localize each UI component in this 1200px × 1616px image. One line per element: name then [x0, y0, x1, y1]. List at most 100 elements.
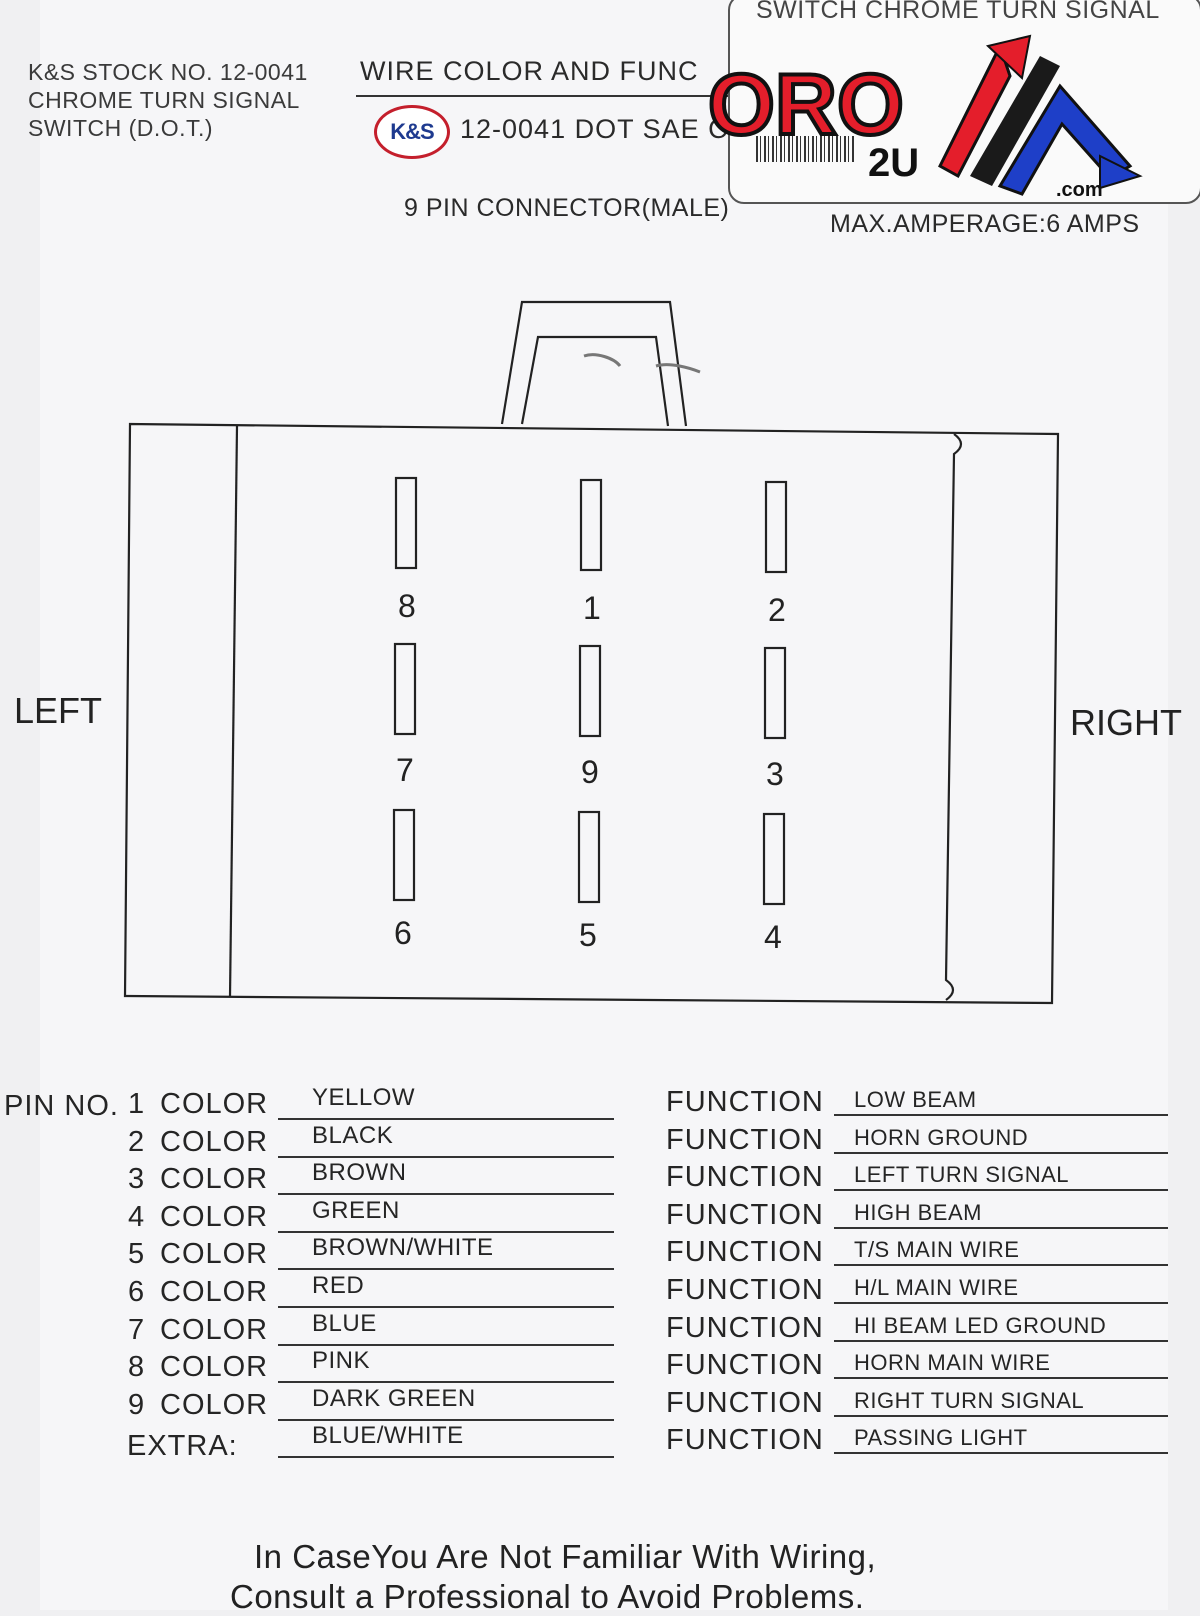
pin-label: 3 [766, 756, 784, 792]
ks-logo-badge: K&S [374, 105, 450, 159]
function-underline [834, 1377, 1168, 1379]
connector-body [123, 422, 1060, 1005]
color-label: COLOR [160, 1276, 269, 1308]
color-underline [278, 1231, 614, 1233]
function-label: FUNCTION [666, 1349, 824, 1381]
footer-line-1: In CaseYou Are Not Familiar With Wiring, [254, 1538, 877, 1575]
pin-number: 7 [128, 1314, 146, 1346]
color-underline [278, 1156, 614, 1158]
connector-left-divider [228, 425, 239, 998]
color-label: COLOR [160, 1351, 269, 1383]
ks-logo-text: K&S [390, 119, 434, 144]
wire-function-value: LOW BEAM [854, 1087, 977, 1112]
color-underline [278, 1456, 614, 1458]
logo-oro-text: ORO [708, 57, 904, 153]
label-card-text: SWITCH CHROME TURN SIGNAL [756, 0, 1160, 24]
function-underline [834, 1264, 1168, 1266]
left-side-label: LEFT [14, 690, 103, 731]
pin-slot [394, 476, 418, 570]
color-label: COLOR [160, 1389, 269, 1421]
oro2u-logo-icon: ORO 2U .com [706, 34, 1143, 201]
connector-title: 9 PIN CONNECTOR(MALE) [404, 194, 730, 222]
wire-color-value: BLUE/WHITE [312, 1422, 464, 1449]
pin-label: 1 [583, 590, 601, 626]
pin-number: 4 [128, 1201, 146, 1233]
function-label: FUNCTION [666, 1086, 824, 1118]
pin-slots [392, 476, 788, 906]
wire-function-value: LEFT TURN SIGNAL [854, 1162, 1070, 1187]
pin-number: 2 [128, 1126, 146, 1158]
instruction-sheet [40, 0, 1168, 1610]
product-name-line: CHROME TURN SIGNAL [28, 87, 300, 113]
wire-function-value: HI BEAM LED GROUND [854, 1313, 1107, 1338]
wire-function-value: PASSING LIGHT [854, 1425, 1028, 1450]
color-label: COLOR [160, 1088, 269, 1120]
function-label: FUNCTION [666, 1236, 824, 1268]
function-underline [834, 1302, 1168, 1304]
pin-slot [762, 812, 786, 906]
logo-2u-text: 2U [868, 141, 919, 185]
pin-number: 5 [128, 1238, 146, 1270]
pin-number: 1 [128, 1088, 146, 1120]
pin-number: 9 [128, 1389, 146, 1421]
pin-no-heading: PIN NO. [4, 1090, 119, 1122]
function-label: FUNCTION [666, 1312, 824, 1344]
barcode-icon [756, 136, 856, 162]
color-underline [278, 1419, 614, 1421]
wire-color-value: PINK [312, 1347, 371, 1374]
color-label: COLOR [160, 1126, 269, 1158]
pin-slot [764, 480, 788, 574]
wire-color-value: BLACK [312, 1122, 394, 1149]
color-label: COLOR [160, 1201, 269, 1233]
pin-label: 4 [764, 919, 782, 955]
function-underline [834, 1152, 1168, 1154]
pin-label: 7 [396, 752, 414, 788]
wire-color-value: BROWN/WHITE [312, 1234, 494, 1261]
pin-label: 5 [579, 917, 597, 953]
function-underline [834, 1452, 1168, 1454]
logo-com-text: .com [1056, 179, 1103, 201]
pin-slot [392, 808, 416, 902]
function-underline [834, 1340, 1168, 1342]
pin-number: 8 [128, 1351, 146, 1383]
sheet-subtitle: 12-0041 DOT SAE C [460, 114, 729, 144]
function-underline [834, 1189, 1168, 1191]
connector-diagram [123, 300, 1060, 1005]
color-underline [278, 1344, 614, 1346]
wire-color-value: GREEN [312, 1197, 400, 1224]
function-label: FUNCTION [666, 1199, 824, 1231]
function-label: FUNCTION [666, 1274, 824, 1306]
color-underline [278, 1306, 614, 1308]
latch-mark-2 [655, 363, 701, 374]
pin-label: 9 [581, 754, 599, 790]
function-label: FUNCTION [666, 1161, 824, 1193]
color-underline [278, 1381, 614, 1383]
wire-color-value: YELLOW [312, 1084, 416, 1111]
wire-color-value: BROWN [312, 1159, 407, 1186]
pin-label: 6 [394, 915, 412, 951]
color-label: COLOR [160, 1314, 269, 1346]
color-label: COLOR [160, 1163, 269, 1195]
function-label: FUNCTION [666, 1387, 824, 1419]
pin-slot [393, 642, 417, 736]
wire-color-value: BLUE [312, 1310, 377, 1337]
color-underline [278, 1193, 614, 1195]
wire-color-value: DARK GREEN [312, 1385, 476, 1412]
function-underline [834, 1415, 1168, 1417]
wire-function-value: HIGH BEAM [854, 1200, 982, 1225]
store-label-card: SWITCH CHROME TURN SIGNAL ORO 2U .com [706, 0, 1200, 204]
pin-slot [763, 646, 787, 740]
product-spec-line: SWITCH (D.O.T.) [28, 115, 214, 141]
function-underline [834, 1114, 1168, 1116]
max-amperage: MAX.AMPERAGE:6 AMPS [830, 210, 1140, 238]
function-underline [834, 1227, 1168, 1229]
wire-function-value: T/S MAIN WIRE [854, 1237, 1020, 1262]
function-label: FUNCTION [666, 1424, 824, 1456]
color-underline [278, 1268, 614, 1270]
connector-latch-inner [520, 335, 670, 427]
sheet-title: WIRE COLOR AND FUNC [360, 56, 699, 86]
stock-number-line: K&S STOCK NO. 12-0041 [28, 59, 308, 85]
wire-function-value: RIGHT TURN SIGNAL [854, 1388, 1085, 1413]
footer-line-2: Consult a Professional to Avoid Problems… [230, 1578, 865, 1615]
pin-label: 8 [398, 588, 416, 624]
